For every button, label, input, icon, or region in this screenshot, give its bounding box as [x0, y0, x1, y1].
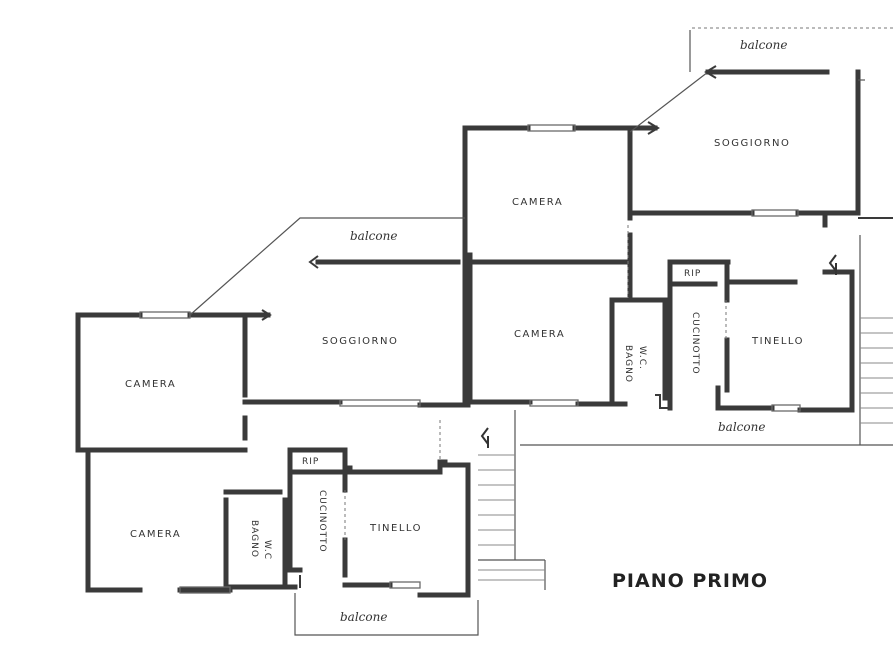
left-unit-walls — [75, 125, 471, 598]
right-unit-walls — [462, 69, 861, 413]
balcony-label-mid-left: balcone — [350, 229, 397, 243]
room-label-tinello-right: TINELLO — [751, 336, 804, 347]
balcony-label-top-right: balcone — [740, 38, 787, 52]
room-label-wc-left: W.C — [262, 540, 272, 560]
stair-arrow-icon — [828, 254, 837, 272]
room-label-rip-left: RIP — [302, 457, 319, 467]
room-label-camera-right-bottom: CAMERA — [514, 329, 565, 340]
openings — [139, 27, 893, 636]
stairs-right — [828, 217, 893, 445]
room-label-soggiorno-left: SOGGIORNO — [322, 336, 398, 347]
room-labels: CAMERA CAMERA SOGGIORNO TINELLO RIP BAGN… — [125, 38, 804, 624]
room-label-tinello-left: TINELLO — [369, 523, 422, 534]
room-label-bagno-right: BAGNO — [623, 345, 633, 383]
room-label-camera-right-top: CAMERA — [512, 197, 563, 208]
balcony-label-bottom-right: balcone — [718, 420, 765, 434]
room-label-cucinotto-right: CUCINOTTO — [690, 312, 700, 375]
plan-title: PIANO PRIMO — [612, 570, 768, 592]
room-label-soggiorno-right: SOGGIORNO — [714, 138, 790, 149]
room-label-camera-left-bottom: CAMERA — [130, 529, 181, 540]
room-label-rip-right: RIP — [684, 269, 701, 279]
balcony-label-bottom-left: balcone — [340, 610, 387, 624]
room-label-camera-left-top: CAMERA — [125, 379, 176, 390]
stair-arrow-icon — [480, 427, 489, 445]
room-label-wc-right: W.C. — [637, 346, 647, 370]
room-label-cucinotto-left: CUCINOTTO — [317, 490, 327, 553]
room-label-bagno-left: BAGNO — [249, 520, 259, 558]
stairs-left — [478, 410, 546, 590]
